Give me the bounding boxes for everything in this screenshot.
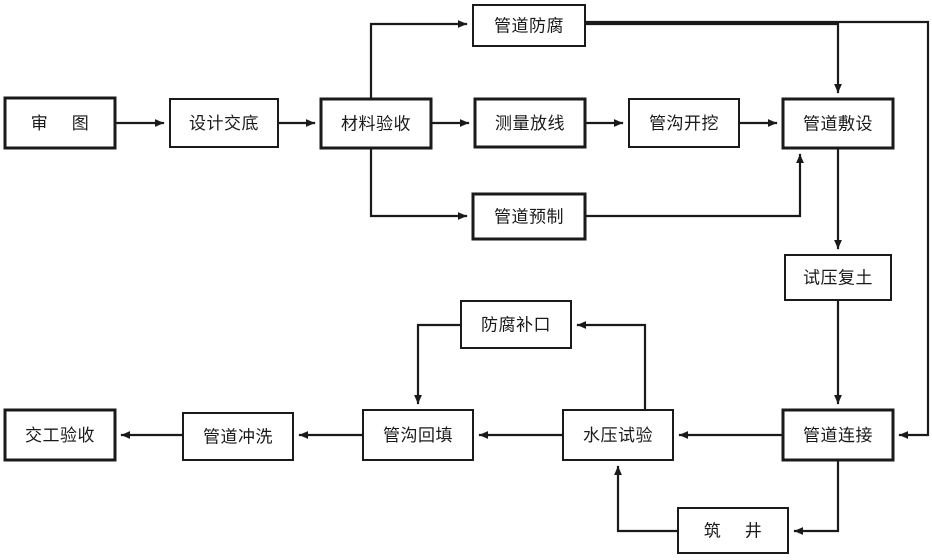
- node-shiya[interactable]: 试压复土: [784, 254, 892, 301]
- node-box-celiang[interactable]: [473, 97, 587, 149]
- node-label-zhujing: 筑 井: [704, 522, 763, 542]
- node-box-fangfu[interactable]: [472, 4, 586, 47]
- node-jiaogong[interactable]: 交工验收: [3, 408, 117, 462]
- node-label-huitian: 管沟回填: [383, 426, 453, 446]
- node-box-cailiao[interactable]: [319, 97, 433, 150]
- node-zhujing[interactable]: 筑 井: [677, 507, 789, 554]
- node-label-kaiwa: 管沟开挖: [649, 114, 719, 134]
- node-box-shiya[interactable]: [784, 254, 892, 301]
- node-fangfu[interactable]: 管道防腐: [472, 4, 586, 47]
- node-label-bukou: 防腐补口: [481, 316, 551, 336]
- node-box-shuiya[interactable]: [562, 409, 674, 461]
- edge-cailiao-to-fangfu: [369, 20, 468, 101]
- node-bukou[interactable]: 防腐补口: [460, 300, 572, 349]
- edge-lianjie-to-zhujing: [793, 458, 840, 535]
- node-box-yuzhi[interactable]: [471, 192, 587, 241]
- node-label-chongxi: 管道冲洗: [203, 428, 273, 448]
- edge-shuiya-to-bukou: [576, 321, 647, 412]
- node-box-chongxi[interactable]: [182, 412, 294, 461]
- node-box-sheji[interactable]: [169, 98, 279, 148]
- edge-zhujing-to-shuiya: [614, 465, 680, 533]
- node-box-lianjie[interactable]: [781, 408, 895, 462]
- node-box-zhujing[interactable]: [677, 507, 789, 554]
- node-box-shentu[interactable]: [3, 96, 117, 150]
- edge-top-bus-to-lianjie: [583, 20, 930, 439]
- node-label-jiaogong: 交工验收: [25, 426, 95, 446]
- edges-layer: [113, 20, 930, 535]
- edge-fangfu-to-fushe: [583, 22, 842, 94]
- edge-cailiao-to-yuzhi: [369, 146, 468, 220]
- node-box-bukou[interactable]: [460, 300, 572, 349]
- node-box-fushe[interactable]: [781, 97, 895, 150]
- node-label-shiya: 试压复土: [803, 269, 873, 289]
- node-box-jiaogong[interactable]: [3, 408, 117, 462]
- node-shuiya[interactable]: 水压试验: [562, 409, 674, 461]
- node-label-shentu: 审 图: [31, 114, 90, 134]
- node-label-fushe: 管道敷设: [803, 115, 873, 135]
- node-huitian[interactable]: 管沟回填: [362, 409, 474, 461]
- node-kaiwa[interactable]: 管沟开挖: [628, 98, 740, 148]
- node-label-fangfu: 管道防腐: [494, 17, 564, 37]
- node-yuzhi[interactable]: 管道预制: [471, 192, 587, 241]
- node-celiang[interactable]: 测量放线: [473, 97, 587, 149]
- node-box-kaiwa[interactable]: [628, 98, 740, 148]
- edge-bukou-to-huitian: [414, 323, 463, 405]
- edge-yuzhi-to-fushe: [583, 153, 804, 218]
- node-label-sheji: 设计交底: [189, 114, 259, 134]
- node-label-celiang: 测量放线: [495, 114, 565, 134]
- node-box-huitian[interactable]: [362, 409, 474, 461]
- node-shentu[interactable]: 审 图: [3, 96, 117, 150]
- node-label-yuzhi: 管道预制: [494, 208, 564, 228]
- node-cailiao[interactable]: 材料验收: [319, 97, 433, 150]
- node-fushe[interactable]: 管道敷设: [781, 97, 895, 150]
- node-lianjie[interactable]: 管道连接: [781, 408, 895, 462]
- node-label-cailiao: 材料验收: [341, 115, 411, 135]
- node-sheji[interactable]: 设计交底: [169, 98, 279, 148]
- node-chongxi[interactable]: 管道冲洗: [182, 412, 294, 461]
- node-label-shuiya: 水压试验: [583, 426, 653, 446]
- node-label-lianjie: 管道连接: [803, 426, 873, 446]
